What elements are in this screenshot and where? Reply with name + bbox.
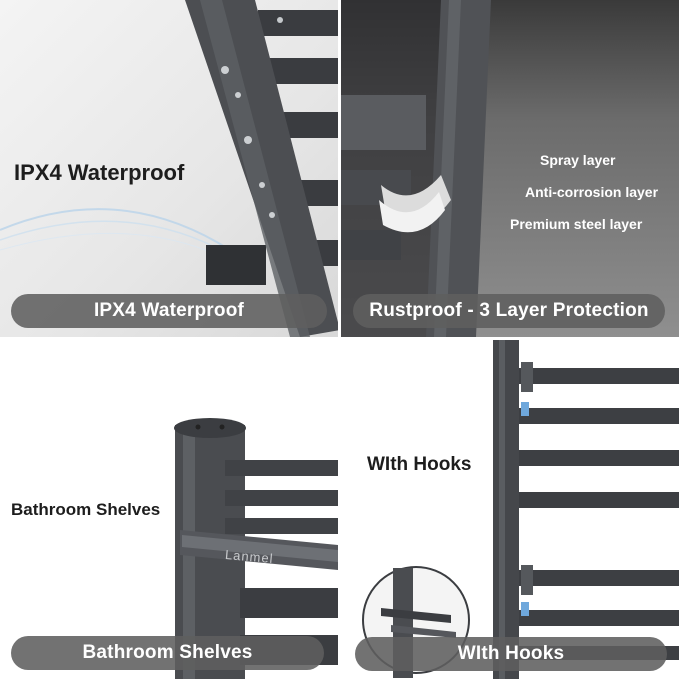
vertical-divider xyxy=(338,0,341,679)
hooks-caption: WIth Hooks xyxy=(355,637,667,671)
hooks-rack-illustration xyxy=(362,340,679,679)
shelves-caption: Bathroom Shelves xyxy=(11,636,324,670)
waterproof-panel: IPX4 Waterproof IPX4 Waterproof xyxy=(0,0,338,337)
shelves-panel: Lanmel Bathroom Shelves Bathroom Shelves xyxy=(0,340,338,679)
layer-spray: Spray layer xyxy=(540,152,616,168)
hooks-panel: WIth Hooks WIth Hooks xyxy=(341,340,679,679)
layer-anti-corrosion: Anti-corrosion layer xyxy=(525,184,659,200)
waterproof-rack-illustration xyxy=(0,0,338,337)
hooks-heading: WIth Hooks xyxy=(367,454,472,475)
rustproof-panel: Spray layer Anti-corrosion layer Premium… xyxy=(341,0,679,337)
waterproof-heading: IPX4 Waterproof xyxy=(14,160,185,185)
waterproof-caption: IPX4 Waterproof xyxy=(11,294,327,328)
shelves-heading: Bathroom Shelves xyxy=(11,500,161,519)
rustproof-caption: Rustproof - 3 Layer Protection xyxy=(353,294,665,328)
rustproof-rack-illustration xyxy=(341,0,491,337)
layer-premium-steel: Premium steel layer xyxy=(510,216,643,232)
